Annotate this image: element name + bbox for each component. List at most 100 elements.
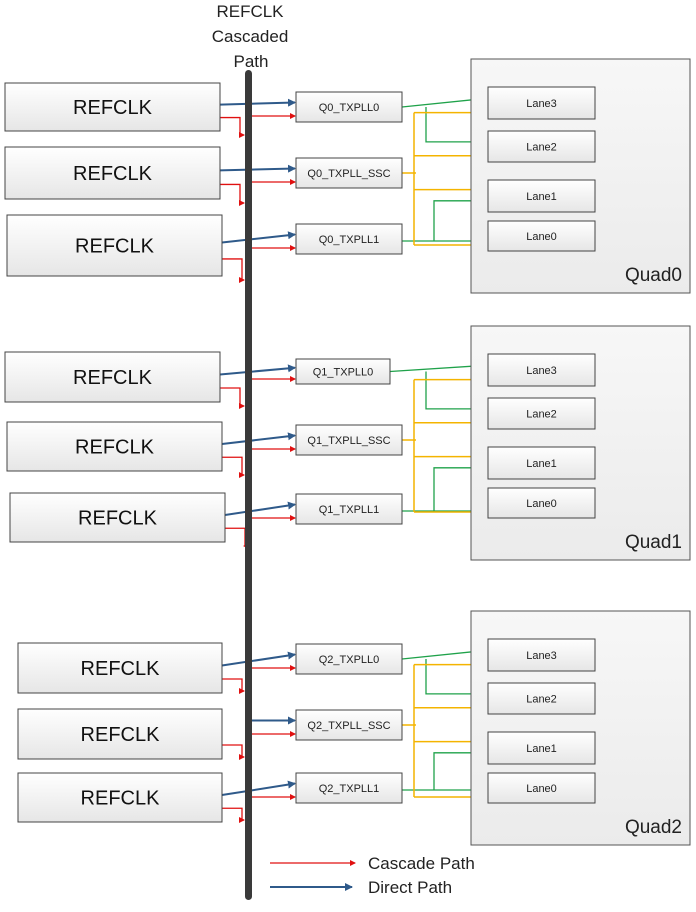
lane-label: Lane2	[526, 409, 557, 421]
refclk-box	[4, 82, 221, 132]
pll-box	[295, 424, 403, 456]
refclk-block: REFCLK	[9, 492, 226, 543]
bar-title: REFCLK Cascaded Path	[212, 2, 289, 71]
cascade-bar	[245, 70, 252, 900]
pll-0: Q2_TXPLL0	[295, 643, 403, 675]
refclk-label: REFCLK	[81, 724, 161, 746]
pll-box	[295, 157, 403, 189]
direct-path	[221, 780, 296, 797]
direct-path	[224, 501, 296, 517]
lane-1: Lane2	[487, 130, 596, 163]
lane-label: Lane1	[526, 458, 557, 470]
pll-2: Q2_TXPLL1	[295, 772, 403, 804]
pll1-to-lane1	[433, 196, 489, 241]
lane-2: Lane1	[487, 179, 596, 213]
pll-label: Q2_TXPLL1	[319, 783, 380, 795]
pll-label: Q1_TXPLL1	[319, 504, 380, 516]
lane-0: Lane3	[487, 638, 596, 672]
lane-box	[487, 446, 596, 480]
cascade-path-in	[222, 678, 245, 694]
pll-box	[295, 223, 403, 255]
cascade-path-in	[220, 116, 245, 138]
lane-box	[487, 638, 596, 672]
direct-path	[221, 432, 296, 446]
lane-0: Lane3	[487, 353, 596, 387]
quad-label: Quad0	[625, 265, 682, 286]
lane-label: Lane3	[526, 650, 557, 662]
pll-box	[295, 493, 403, 525]
pll-0: Q1_TXPLL0	[295, 358, 391, 385]
refclk-block: REFCLK	[17, 642, 223, 694]
pll-label: Q2_TXPLL0	[319, 654, 380, 666]
cascade-path-in	[222, 456, 245, 478]
lane-2: Lane1	[487, 446, 596, 480]
pll-label: Q0_TXPLL0	[319, 102, 380, 114]
lane-label: Lane1	[526, 191, 557, 203]
cascade-path-in	[222, 258, 245, 283]
pll-box	[295, 643, 403, 675]
lane-3: Lane0	[487, 772, 596, 804]
cascade-path-in	[220, 387, 245, 409]
refclk-box	[4, 351, 221, 403]
pll-label: Q2_TXPLL_SSC	[307, 720, 390, 732]
pll-1: Q1_TXPLL_SSC	[295, 424, 403, 456]
lane-3: Lane0	[487, 487, 596, 519]
lane-0: Lane3	[487, 86, 596, 120]
lane-box	[487, 179, 596, 213]
lane-box	[487, 772, 596, 804]
pll1-to-lane1	[433, 748, 489, 790]
lane-label: Lane3	[526, 98, 557, 110]
pll-label: Q0_TXPLL_SSC	[307, 168, 390, 180]
lane-box	[487, 220, 596, 252]
lane-1: Lane2	[487, 682, 596, 715]
pll0-to-lane2	[425, 371, 489, 413]
refclk-label: REFCLK	[75, 236, 155, 258]
lane-box	[487, 130, 596, 163]
refclk-box	[17, 708, 223, 760]
quad-label: Quad2	[625, 817, 682, 838]
pll-label: Q1_TXPLL_SSC	[307, 435, 390, 447]
lane-label: Lane1	[526, 743, 557, 755]
lane-label: Lane0	[526, 783, 557, 795]
refclk-label: REFCLK	[81, 658, 161, 680]
lane-box	[487, 353, 596, 387]
pll-2: Q1_TXPLL1	[295, 493, 403, 525]
refclk-box	[9, 492, 226, 543]
cascade-path-in	[222, 744, 245, 760]
refclk-box	[17, 642, 223, 694]
pll-box	[295, 91, 403, 123]
direct-path	[221, 651, 296, 667]
pll-2: Q0_TXPLL1	[295, 223, 403, 255]
pll0-to-lane2	[425, 659, 489, 698]
refclk-box	[4, 146, 221, 200]
pll-0: Q0_TXPLL0	[295, 91, 403, 123]
refclk-label: REFCLK	[73, 163, 153, 185]
lane-label: Lane2	[526, 694, 557, 706]
refclk-block: REFCLK	[6, 421, 223, 472]
refclk-label: REFCLK	[81, 788, 161, 810]
lane-1: Lane2	[487, 397, 596, 430]
refclk-label: REFCLK	[75, 437, 155, 459]
lane-box	[487, 682, 596, 715]
refclk-label: REFCLK	[73, 367, 153, 389]
refclk-label: REFCLK	[78, 508, 158, 530]
cascade-path-in	[222, 807, 245, 823]
title-line-1: REFCLK	[216, 2, 284, 21]
direct-path	[219, 98, 296, 107]
title-line-2: Cascaded	[212, 27, 289, 46]
refclk-block: REFCLK	[4, 146, 221, 200]
lane-3: Lane0	[487, 220, 596, 252]
refclk-block: REFCLK	[4, 82, 221, 132]
refclk-label: REFCLK	[73, 97, 153, 119]
pll-box	[295, 772, 403, 804]
cascade-path-in	[225, 527, 249, 549]
pll-label: Q0_TXPLL1	[319, 234, 380, 246]
pll-box	[295, 709, 403, 741]
lane-box	[487, 487, 596, 519]
refclk-box	[17, 772, 223, 823]
pll-1: Q0_TXPLL_SSC	[295, 157, 403, 189]
